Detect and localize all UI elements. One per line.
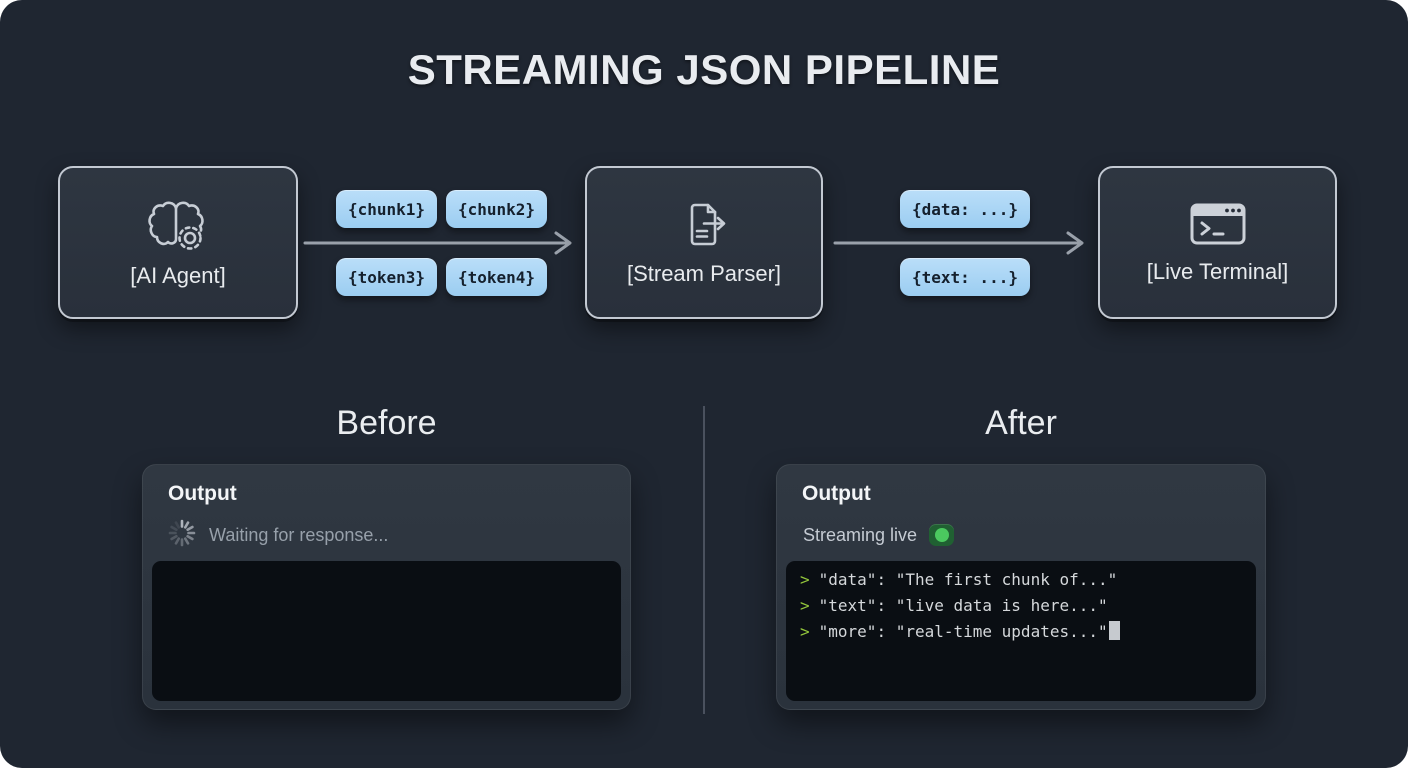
document-arrow-icon [677,198,731,252]
before-heading: Before [336,404,437,442]
terminal-line: > "more": "real-time updates..." [800,619,1242,645]
section-divider [703,406,705,714]
panel-title: Output [802,482,871,505]
text-cursor [1108,621,1120,640]
node-live-terminal: [Live Terminal] [1098,166,1337,319]
terminal-line-text: "text": "live data is here..." [818,596,1108,615]
prompt-icon: > [800,622,810,641]
chip-token4: {token4} [446,258,548,296]
chip-token3: {token3} [336,258,438,296]
prompt-icon: > [800,570,810,589]
arrow-right-icon [303,231,572,255]
terminal-line: > "text": "live data is here..." [800,593,1242,619]
arrow-right-icon [833,231,1084,255]
node-stream-parser: [Stream Parser] [585,166,823,319]
terminal-output-area: > "data": "The first chunk of..." > "text"… [786,561,1256,701]
live-indicator-badge [929,524,955,546]
terminal-line-text: "more": "real-time updates..." [818,622,1108,641]
panel-title: Output [168,482,237,505]
live-dot-icon [934,528,949,542]
prompt-icon: > [800,596,810,615]
node-ai-agent: [AI Agent] [58,166,298,319]
terminal-line-text: "data": "The first chunk of..." [818,570,1118,589]
node-label: [AI Agent] [130,263,226,288]
node-label: [Stream Parser] [626,261,782,286]
chip-chunk1: {chunk1} [336,190,438,228]
chip-text: {text: ...} [900,258,1030,296]
terminal-window-icon [1187,200,1249,250]
page-title: STREAMING JSON PIPELINE [407,46,1001,93]
chip-data: {data: ...} [900,190,1030,228]
loading-spinner-icon [167,518,197,553]
chip-chunk2: {chunk2} [446,190,548,228]
after-output-panel: Output Streaming live > "data": "The firs… [776,464,1266,710]
before-output-panel: Output [142,464,631,710]
after-heading: After [985,404,1057,442]
waiting-status-text: Waiting for response... [209,524,389,545]
streaming-status-text: Streaming live [803,524,918,545]
terminal-line: > "data": "The first chunk of..." [800,567,1242,593]
node-label: [Live Terminal] [1146,259,1289,284]
brain-gear-icon [147,196,209,254]
empty-output-area [152,561,621,701]
